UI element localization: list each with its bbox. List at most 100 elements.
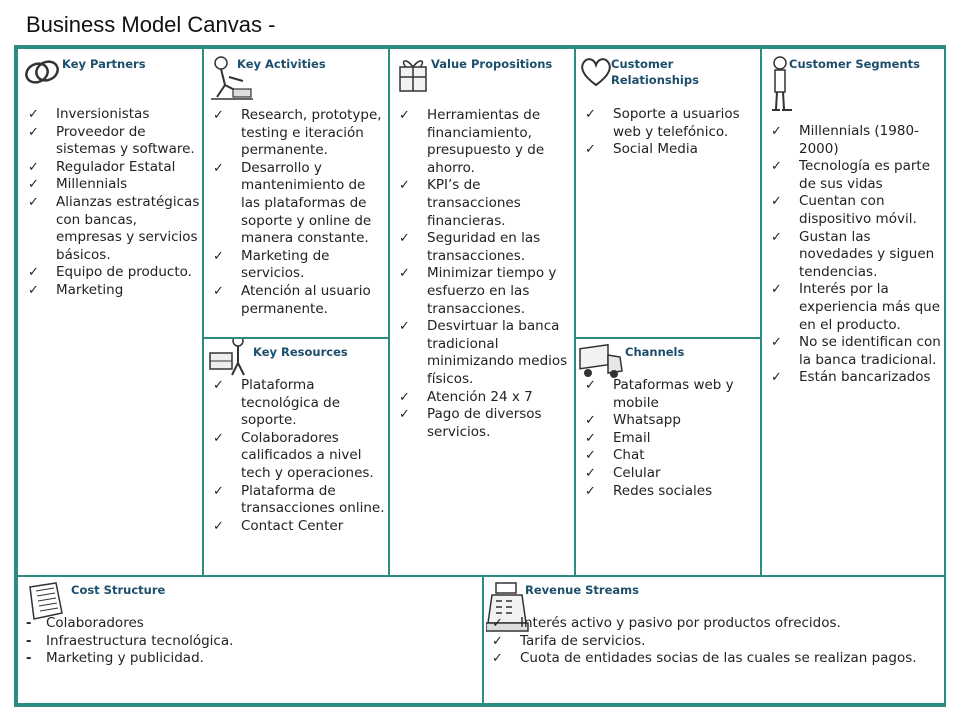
list-item: ✓Seguridad en las transacciones. <box>399 230 541 264</box>
list-item: ✓Inversionistas <box>28 106 150 122</box>
list-item: ✓Soporte a usuarios web y telefónico. <box>585 106 740 140</box>
cost-structure-list: -Colaboradores -Infraestructura tecnológ… <box>26 615 476 668</box>
list-item: ✓Social Media <box>585 141 698 158</box>
key-resources-heading: Key Resources <box>253 345 348 359</box>
list-item: ✓Plataforma de transacciones online. <box>213 482 385 517</box>
cost-structure-block: Cost Structure -Colaboradores -Infraestr… <box>16 575 484 705</box>
channels-block: Channels ✓Pataformas web y mobile ✓Whats… <box>574 337 762 577</box>
checkmark-icon: ✓ <box>585 378 596 393</box>
person-icon <box>772 56 792 111</box>
list-item: ✓Colaboradores calificados a nivel tech … <box>213 429 374 481</box>
key-partners-heading: Key Partners <box>62 57 146 71</box>
checkmark-icon: ✓ <box>213 483 224 499</box>
checkmark-icon: ✓ <box>771 282 782 298</box>
revenue-streams-block: Revenue Streams ✓Interés activo y pasivo… <box>482 575 946 705</box>
list-item: ✓Pataformas web y mobile <box>585 377 734 411</box>
dash-bullet: - <box>26 633 32 649</box>
checkmark-icon: ✓ <box>213 518 224 534</box>
list-item: ✓Chat <box>585 447 645 464</box>
list-item: ✓Interés activo y pasivo por productos o… <box>492 615 841 631</box>
list-item: ✓Tecnología es parte de sus vidas <box>771 158 931 192</box>
list-item: ✓Celular <box>585 464 661 481</box>
value-propositions-list: ✓Herramientas de financiamiento, presupu… <box>399 107 574 441</box>
cost-structure-heading: Cost Structure <box>71 583 166 597</box>
channels-heading: Channels <box>625 345 685 359</box>
list-item: ✓Cuentan con dispositivo móvil. <box>771 193 917 227</box>
checkmark-icon: ✓ <box>585 413 596 429</box>
key-activities-list: ✓Research, prototype, testing e iteració… <box>213 107 387 318</box>
gift-box-icon <box>399 60 427 92</box>
list-item: -Marketing y publicidad. <box>26 650 204 667</box>
customer-segments-list: ✓Millennials (1980-2000) ✓Tecnología es … <box>771 123 943 387</box>
key-partners-list: ✓Inversionistas ✓Proveedor de sistemas y… <box>28 106 200 300</box>
customer-segments-heading: Customer Segments <box>789 57 920 71</box>
worker-icon <box>211 56 253 100</box>
checkmark-icon: ✓ <box>213 108 224 123</box>
revenue-streams-heading: Revenue Streams <box>525 583 639 597</box>
checkmark-icon: ✓ <box>28 159 39 175</box>
checkmark-icon: ✓ <box>28 107 39 122</box>
list-item: ✓Atención al usuario permanente. <box>213 282 371 317</box>
heart-icon <box>581 58 611 87</box>
list-item: ✓Desvirtuar la banca tradicional minimiz… <box>399 318 568 387</box>
checkmark-icon: ✓ <box>585 107 596 122</box>
checkmark-icon: ✓ <box>213 160 224 176</box>
checkmark-icon: ✓ <box>771 124 782 139</box>
business-model-canvas: Key Partners ✓Inversionistas ✓Proveedor … <box>14 45 946 707</box>
list-item: ✓Marketing de servicios. <box>213 247 330 282</box>
list-item: ✓Whatsapp <box>585 412 681 429</box>
list-item: -Infraestructura tecnológica. <box>26 632 234 649</box>
checkmark-icon: ✓ <box>28 177 39 193</box>
list-item: ✓Minimizar tiempo y esfuerzo en las tran… <box>399 265 557 317</box>
checkmark-icon: ✓ <box>771 159 782 175</box>
list-item: ✓Desarrollo y mantenimiento de las plata… <box>213 159 372 247</box>
checkmark-icon: ✓ <box>28 194 39 210</box>
customer-relationships-heading: Customer Relationships <box>611 57 699 87</box>
key-partners-block: Key Partners ✓Inversionistas ✓Proveedor … <box>16 47 204 577</box>
truck-icon <box>579 343 623 378</box>
checkmark-icon: ✓ <box>28 265 39 281</box>
list-item: ✓Contact Center <box>213 517 344 534</box>
checkmark-icon: ✓ <box>492 651 503 667</box>
list-item: ✓Están bancarizados <box>771 369 931 386</box>
checkmark-icon: ✓ <box>771 194 782 210</box>
checkmark-icon: ✓ <box>492 633 503 649</box>
list-item: ✓Research, prototype, testing e iteració… <box>213 107 382 159</box>
list-item: ✓Plataforma tecnológica de soporte. <box>213 377 341 429</box>
revenue-streams-list: ✓Interés activo y pasivo por productos o… <box>492 615 942 668</box>
checkmark-icon: ✓ <box>213 430 224 446</box>
list-item: ✓Millennials (1980-2000) <box>771 123 919 157</box>
list-item: ✓Pago de diversos servicios. <box>399 406 542 440</box>
channels-list: ✓Pataformas web y mobile ✓Whatsapp ✓Emai… <box>585 377 759 500</box>
customer-relationships-block: Customer Relationships ✓Soporte a usuari… <box>574 47 762 339</box>
checkmark-icon: ✓ <box>28 124 39 140</box>
checkmark-icon: ✓ <box>213 283 224 299</box>
list-item: ✓Atención 24 x 7 <box>399 388 533 405</box>
checkmark-icon: ✓ <box>585 430 596 446</box>
page-title: Business Model Canvas - <box>26 12 276 37</box>
list-item: ✓Alianzas estratégicas con bancas, empre… <box>28 193 200 263</box>
value-propositions-heading: Value Propositions <box>431 57 553 71</box>
checkmark-icon: ✓ <box>399 178 410 194</box>
list-item: ✓Herramientas de financiamiento, presupu… <box>399 107 545 176</box>
checkmark-icon: ✓ <box>771 229 782 245</box>
checkmark-icon: ✓ <box>399 108 410 123</box>
list-item: ✓Tarifa de servicios. <box>492 632 646 649</box>
list-item: ✓Marketing <box>28 281 124 298</box>
list-item: ✓Redes sociales <box>585 482 713 499</box>
list-item: ✓Millennials <box>28 176 128 193</box>
list-item: ✓KPI’s de transacciones financieras. <box>399 177 521 229</box>
checkmark-icon: ✓ <box>585 142 596 158</box>
customer-segments-block: Customer Segments ✓Millennials (1980-200… <box>760 47 946 577</box>
checkmark-icon: ✓ <box>399 231 410 247</box>
key-resources-list: ✓Plataforma tecnológica de soporte. ✓Col… <box>213 377 387 535</box>
list-item: ✓Proveedor de sistemas y software. <box>28 123 195 158</box>
checkmark-icon: ✓ <box>213 248 224 264</box>
key-activities-block: Key Activities ✓Research, prototype, tes… <box>202 47 390 339</box>
checkmark-icon: ✓ <box>585 448 596 464</box>
list-item: ✓No se identifican con la banca tradicio… <box>771 334 941 368</box>
list-item: ✓Cuota de entidades socias de las cuales… <box>492 650 917 667</box>
checkmark-icon: ✓ <box>399 389 410 405</box>
dash-bullet: - <box>26 616 32 631</box>
document-icon <box>29 582 63 620</box>
